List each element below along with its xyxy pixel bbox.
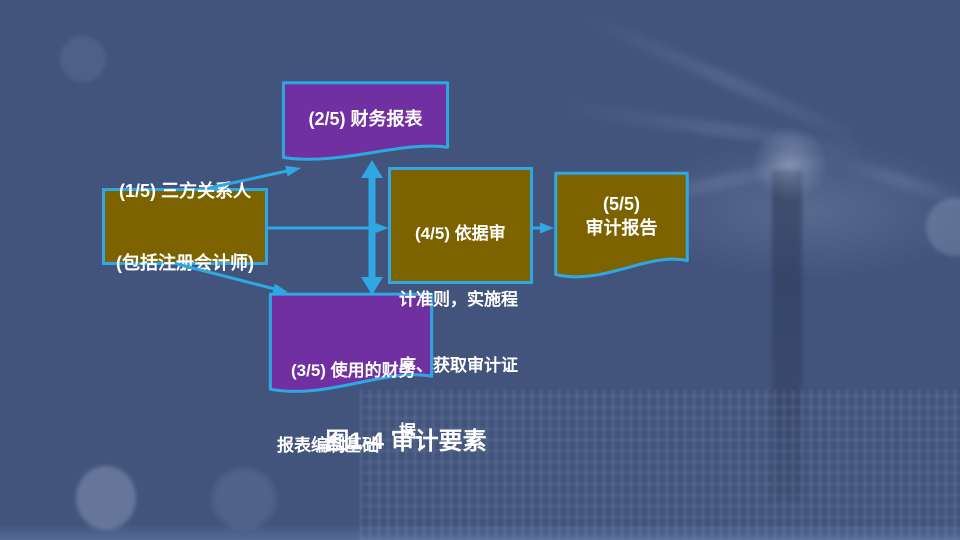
city-lights-texture: [360, 390, 960, 540]
node-financial-statements: (2/5) 财务报表: [280, 81, 451, 166]
node-label: (5/5) 审计报告: [553, 171, 690, 286]
node-label: (4/5) 依据审 计准则，实施程 序、获取审计证 据: [391, 170, 530, 487]
bottom-light-band: [0, 524, 960, 540]
node-label-line: (1/5) 三方关系人: [118, 180, 251, 201]
node-label: (1/5) 三方关系人 (包括注册会计师): [116, 131, 254, 323]
bokeh-circle: [212, 468, 276, 530]
node-label-line: (3/5) 使用的财务: [291, 361, 416, 380]
node-label: (2/5) 财务报表: [280, 81, 451, 166]
node-related-parties: (1/5) 三方关系人 (包括注册会计师): [102, 181, 268, 273]
node-label-line: (4/5) 依据审: [415, 224, 506, 243]
node-label-line: (5/5): [602, 193, 640, 214]
node-reporting-basis: (3/5) 使用的财务 报表编制基础: [267, 292, 435, 455]
node-label-line: 审计报告: [585, 217, 658, 238]
node-audit-procedures: (4/5) 依据审 计准则，实施程 序、获取审计证 据: [388, 167, 533, 441]
document-shape: [267, 292, 435, 400]
skyscraper-silhouette: [772, 170, 802, 500]
node-label-line: (包括注册会计师): [116, 252, 254, 273]
node-label-line: 报表编制基础: [277, 436, 379, 455]
node-label-line: 计准则，实施程: [399, 290, 518, 309]
bokeh-circle: [60, 36, 106, 82]
document-shape: [553, 171, 690, 286]
tower-top-glow: [752, 126, 828, 202]
node-label-line: (2/5) 财务报表: [308, 108, 423, 129]
node-label: (3/5) 使用的财务 报表编制基础: [267, 292, 435, 508]
node-audit-report: (5/5) 审计报告: [553, 171, 690, 286]
node-label-line: 序、获取审计证: [399, 356, 518, 375]
bokeh-circle: [76, 466, 136, 530]
figure-caption: 图1-4 审计要素: [325, 428, 487, 455]
node-label-line: 据: [399, 422, 416, 441]
document-shape: [280, 81, 451, 166]
